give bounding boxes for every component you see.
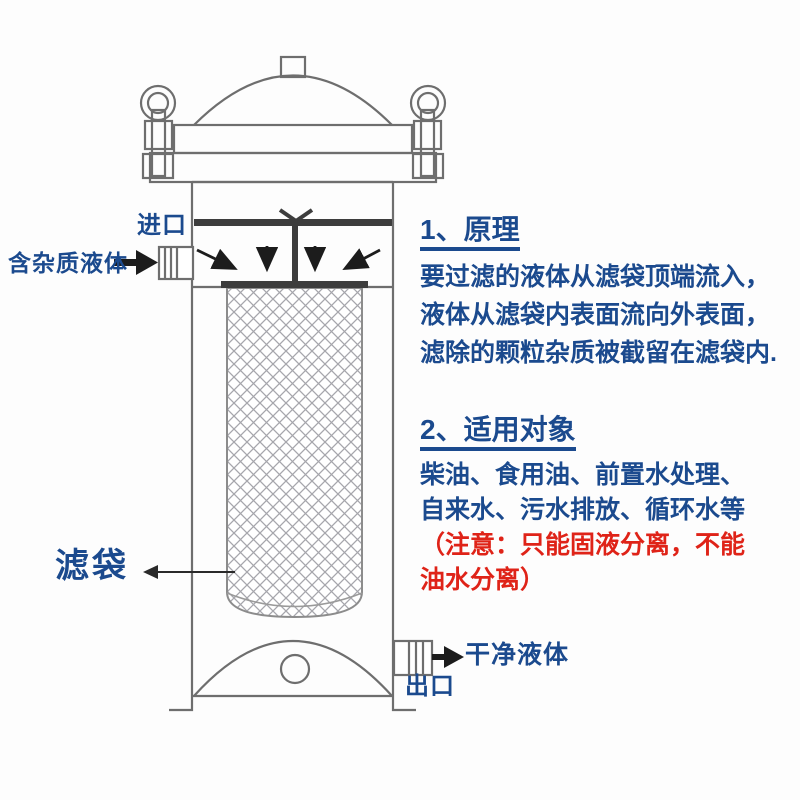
usage-note-line: 油水分离）	[420, 566, 546, 594]
outlet-arrow-icon	[432, 646, 464, 668]
principle-line: 滤除的颗粒杂质被截留在滤袋内.	[420, 339, 777, 367]
usage-line: 柴油、食用油、前置水处理、	[420, 461, 746, 489]
outlet-label: 出口	[405, 673, 455, 700]
inlet-arrow-icon	[114, 250, 158, 275]
flow-arrows-icon	[196, 246, 381, 273]
principle-line: 要过滤的液体从滤袋顶端流入，	[420, 263, 771, 291]
support-legs	[169, 697, 416, 712]
usage-section: 2、适用对象 柴油、食用油、前置水处理、 自来水、污水排放、循环水等 （注意：只…	[420, 414, 792, 598]
usage-note-line: （注意：只能固液分离，不能	[420, 531, 746, 559]
filter-bag	[226, 287, 363, 619]
lid-vent-knob	[279, 55, 307, 79]
bottom-dish	[193, 640, 393, 697]
usage-heading: 2、适用对象	[420, 414, 576, 451]
dome-lid	[193, 55, 393, 126]
lid-flange	[148, 123, 438, 184]
drain-hole	[279, 653, 311, 685]
bag-collar	[221, 281, 368, 288]
inlet-baffle	[194, 208, 392, 288]
outlet-pipe	[392, 639, 434, 677]
inlet-pipe	[157, 245, 195, 281]
eye-bolt-left	[139, 84, 177, 180]
principle-section: 1、原理 要过滤的液体从滤袋顶端流入， 液体从滤袋内表面流向外表面， 滤除的颗粒…	[420, 214, 792, 372]
principle-line: 液体从滤袋内表面流向外表面，	[420, 301, 771, 329]
bag-pointer-arrow-icon	[143, 565, 235, 579]
eye-bolt-right	[409, 84, 447, 180]
principle-heading: 1、原理	[420, 214, 520, 251]
clean-liquid-label: 干净液体	[465, 641, 570, 669]
impure-liquid-label: 含杂质液体	[8, 250, 128, 276]
inlet-label: 进口	[137, 212, 187, 239]
usage-line: 自来水、污水排放、循环水等	[420, 496, 746, 524]
filter-bag-label: 滤袋	[55, 547, 129, 585]
